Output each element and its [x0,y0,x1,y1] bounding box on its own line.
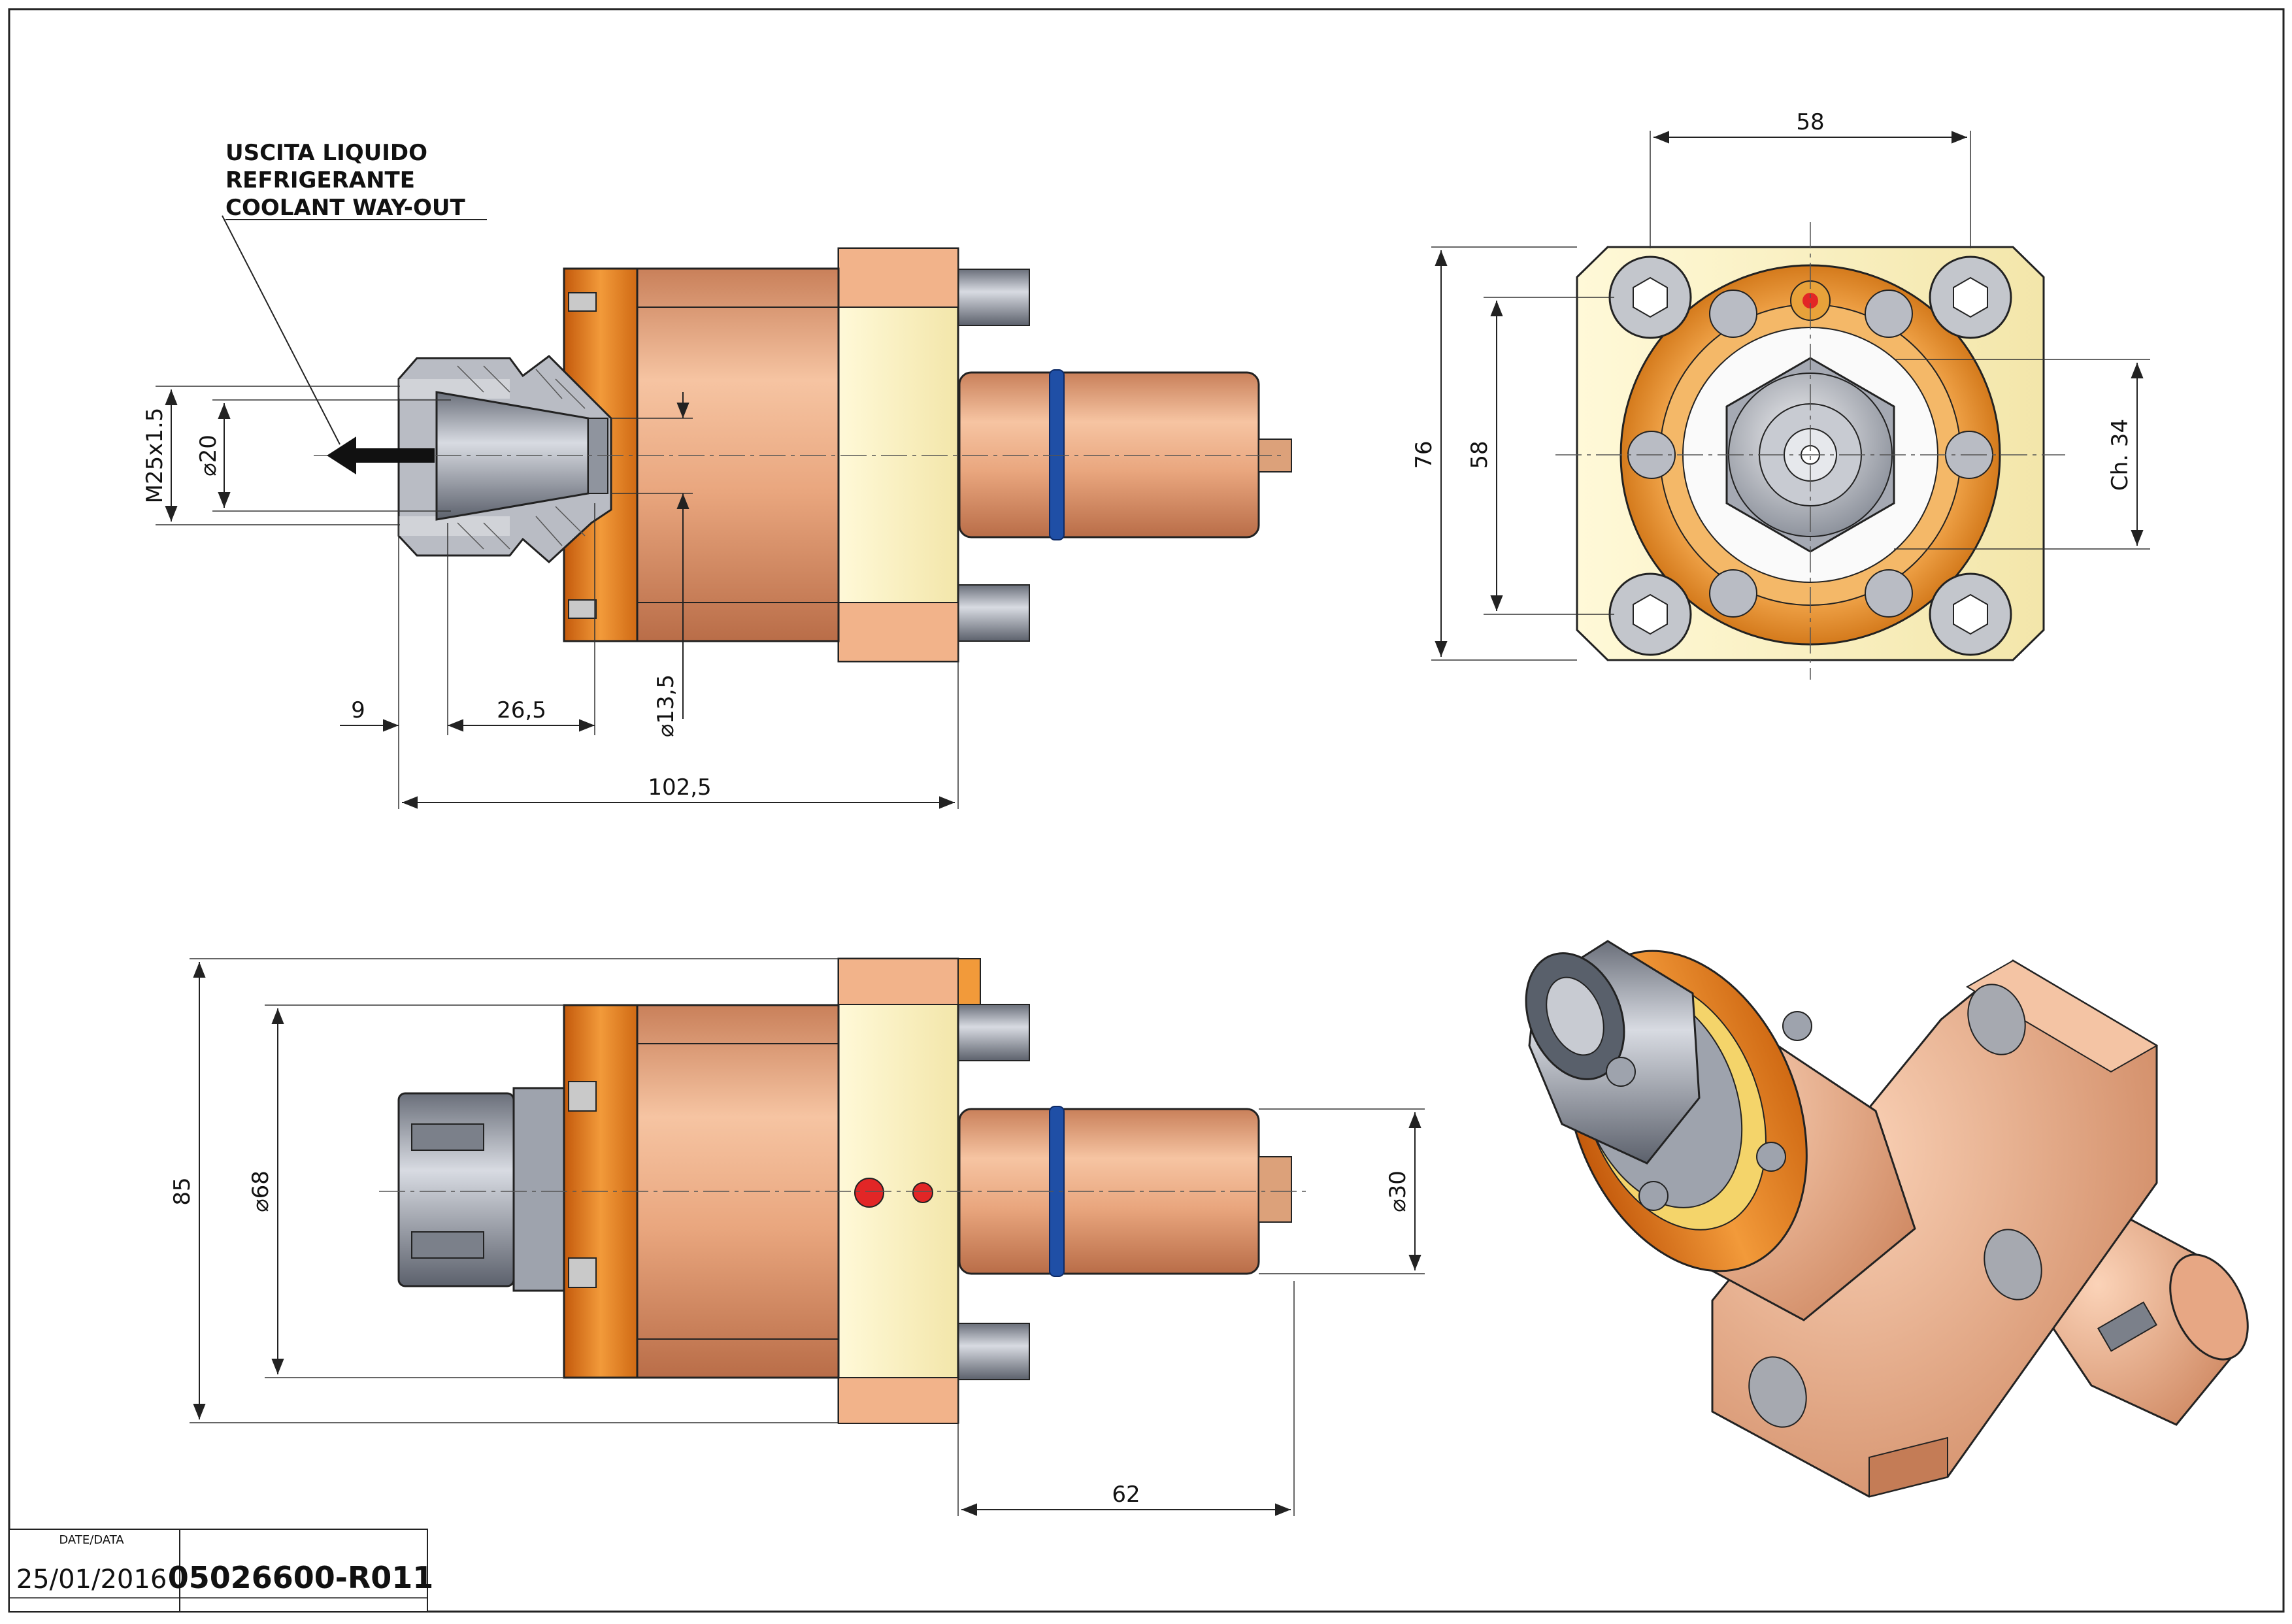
dim-hex-34: Ch. 34 [2107,419,2133,491]
dim-len-62: 62 [1112,1482,1140,1508]
date-label: DATE/DATA [59,1533,124,1547]
main-body [636,267,840,642]
dim-len-102-5: 102,5 [648,774,711,801]
coolant-note: USCITA LIQUIDO REFRIGERANTE COOLANT WAY-… [225,140,487,221]
dim-height-85: 85 [169,1177,195,1205]
side-view: M25x1.5 ⌀20 ⌀13,5 9 26,5 102,5 [142,215,1292,809]
dim-thread: M25x1.5 [142,408,168,504]
drawing-code: 05026600-R011 [168,1560,434,1595]
flange-plate [837,247,959,663]
dim-len-9: 9 [351,697,365,723]
dim-width-58: 58 [1796,109,1824,135]
dim-dia-13-5: ⌀13,5 [653,674,679,737]
title-block: DATE/DATA 25/01/2016 05026600-R011 [8,1529,434,1612]
seal-ring [1049,369,1065,540]
dim-height-58: 58 [1467,440,1493,469]
side-port-large [854,1178,884,1208]
note-coolant-en: COOLANT WAY-OUT [225,195,466,221]
note-coolant-it-1: USCITA LIQUIDO [225,140,427,166]
dim-dia-20: ⌀20 [195,435,222,476]
sheet-border [8,8,2285,1613]
note-coolant-it-2: REFRIGERANTE [225,167,415,193]
dim-dia-68: ⌀68 [248,1170,274,1212]
side-port-small [912,1182,933,1203]
dim-dia-30: ⌀30 [1385,1170,1411,1212]
drawing-date: 25/01/2016 [16,1565,167,1595]
dim-len-26-5: 26,5 [497,697,546,723]
front-view: 58 76 58 Ch. 34 [1411,109,2150,680]
bottom-view: 85 ⌀68 ⌀30 62 [169,957,1425,1516]
coolant-arrow [327,437,435,474]
isometric-view [1525,940,2249,1498]
dim-height-76: 76 [1411,440,1437,469]
